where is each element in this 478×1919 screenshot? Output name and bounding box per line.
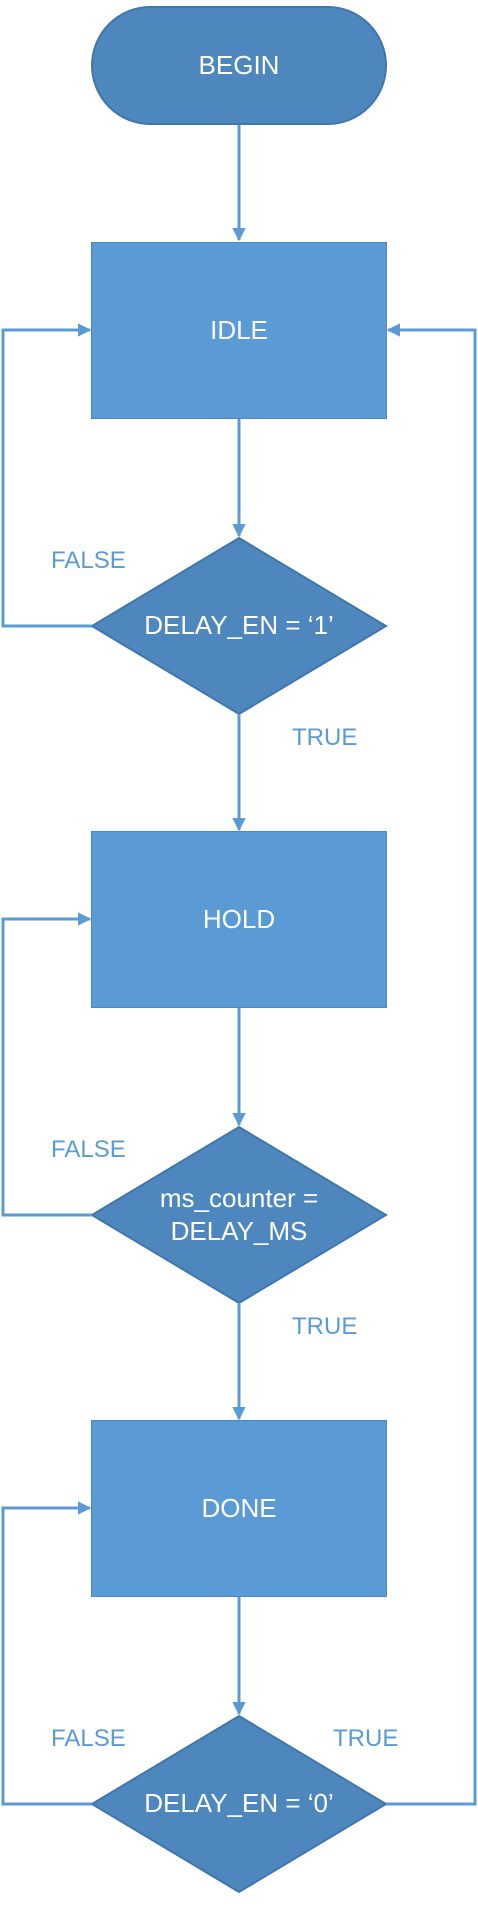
state-hold-label: HOLD: [202, 904, 276, 934]
label-false-1: FALSE: [51, 547, 126, 574]
decision-delay-en-1: DELAY_EN = ‘1’: [110, 600, 368, 652]
decision-ms-counter-line2: DELAY_MS: [170, 1216, 308, 1246]
arrow-false-loop-idle: [1, 323, 92, 628]
decision-ms-counter: ms_counter = DELAY_MS: [110, 1180, 368, 1250]
state-hold: HOLD: [91, 831, 387, 1008]
state-done-label: DONE: [201, 1493, 277, 1523]
begin-label: BEGIN: [198, 50, 280, 80]
begin-terminal: BEGIN: [91, 6, 387, 125]
decision-delay-en-0: DELAY_EN = ‘0’: [110, 1778, 368, 1830]
decision-ms-counter-line1: ms_counter =: [159, 1182, 319, 1213]
label-false-3: FALSE: [51, 1725, 126, 1752]
arrow-false-loop-done: [1, 1501, 92, 1806]
state-idle: IDLE: [91, 242, 387, 419]
label-false-2: FALSE: [51, 1136, 126, 1163]
arrow-true-return-to-idle: [386, 323, 477, 1806]
decision-delay-en-0-label: DELAY_EN = ‘0’: [144, 1788, 334, 1819]
label-true-3: TRUE: [333, 1725, 399, 1752]
decision-delay-en-1-label: DELAY_EN = ‘1’: [144, 610, 334, 641]
label-true-1: TRUE: [292, 724, 358, 751]
label-true-2: TRUE: [292, 1313, 358, 1340]
state-idle-label: IDLE: [210, 315, 268, 345]
state-done: DONE: [91, 1420, 387, 1597]
decision-delay-en-0-shape: [90, 1714, 388, 1894]
arrow-false-loop-hold: [1, 912, 92, 1217]
